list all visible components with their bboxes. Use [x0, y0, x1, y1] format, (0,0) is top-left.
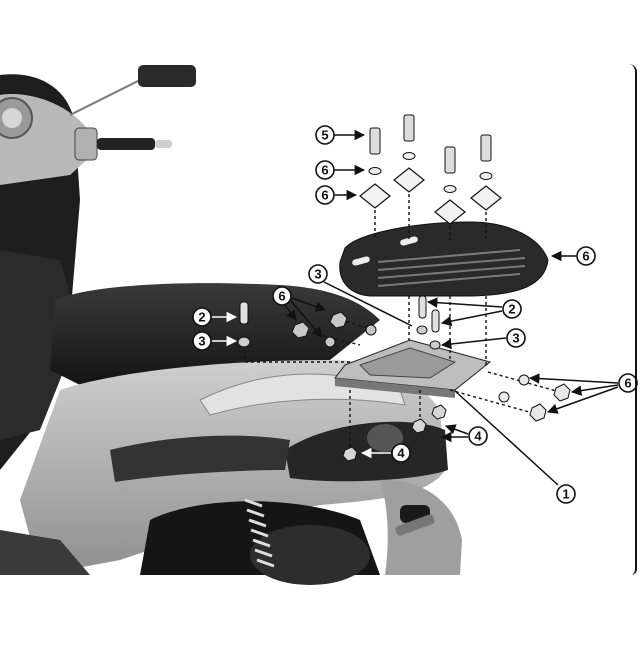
callout-number: 1 [562, 487, 569, 502]
callout-6: 6 [315, 160, 335, 180]
callout-number: 3 [512, 331, 519, 346]
mounting-bracket [334, 339, 492, 398]
scooter-illustration [0, 65, 462, 585]
callout-6: 6 [315, 185, 335, 205]
callout-number: 6 [321, 163, 328, 178]
callout-1: 1 [556, 484, 576, 504]
callout-number: 5 [321, 128, 328, 143]
callout-3: 3 [192, 331, 212, 351]
leader-lines [283, 129, 619, 486]
callout-4: 4 [391, 443, 411, 463]
callout-number: 2 [198, 310, 205, 325]
callout-6: 6 [618, 373, 638, 393]
callout-6: 6 [576, 246, 596, 266]
callout-2: 2 [502, 299, 522, 319]
callout-number: 4 [474, 429, 482, 444]
rack-plate [339, 221, 549, 297]
callout-3: 3 [308, 264, 328, 284]
callout-number: 3 [314, 267, 321, 282]
callout-2: 2 [192, 307, 212, 327]
callout-number: 6 [624, 376, 631, 391]
callout-3: 3 [506, 328, 526, 348]
callout-6: 6 [272, 286, 292, 306]
callout-number: 6 [321, 188, 328, 203]
callouts: 5 6 6 6 3 6 2 3 2 3 6 4 4 1 [192, 125, 638, 504]
callout-4: 4 [468, 426, 488, 446]
callout-number: 6 [278, 289, 285, 304]
callout-number: 3 [198, 334, 205, 349]
hardware-parts [237, 114, 571, 462]
callout-number: 4 [397, 446, 405, 461]
callout-number: 2 [508, 302, 515, 317]
callout-number: 6 [582, 249, 589, 264]
callout-5: 5 [315, 125, 335, 145]
